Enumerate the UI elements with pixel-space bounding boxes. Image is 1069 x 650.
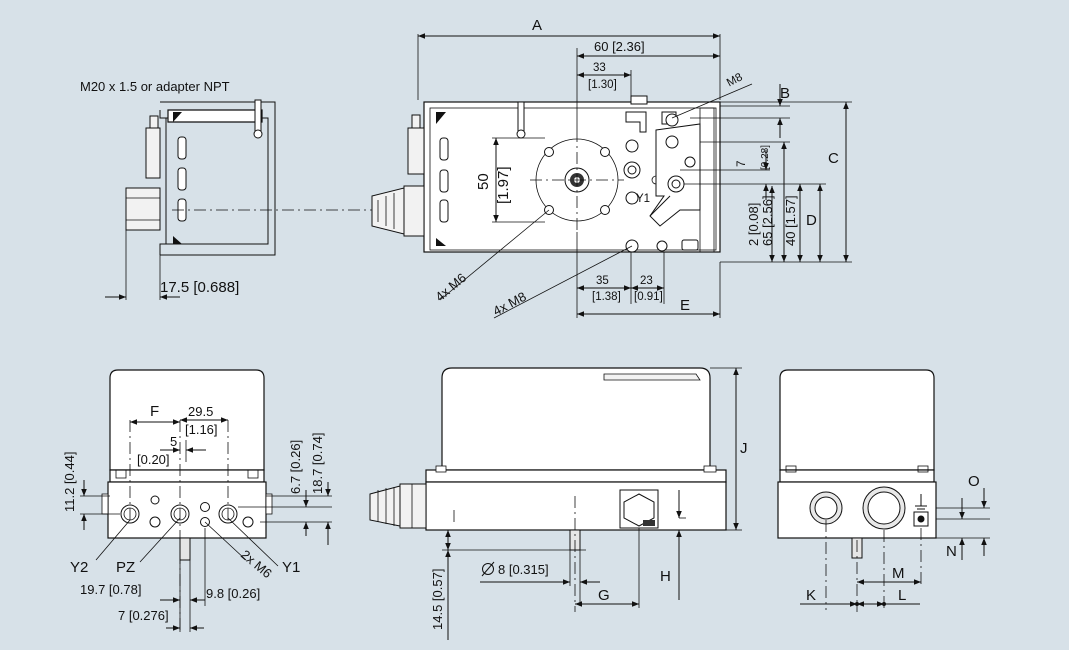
dim-j-label: J <box>740 440 748 457</box>
dim-2-label: 2 [0.08] <box>746 203 761 246</box>
dim-a-label: A <box>532 17 542 34</box>
dim-l-label: L <box>898 587 906 604</box>
dim-k-label: K <box>806 587 816 604</box>
top-housing: Y1 <box>371 95 721 253</box>
dim-65-label: 65 [2.56] <box>760 195 775 246</box>
dim-35-inch-label: [1.38] <box>592 291 621 303</box>
dim-23-inch-label: [0.91] <box>634 291 663 303</box>
dim-50-label: 50 <box>475 173 492 190</box>
dim-33-inch-label: [1.30] <box>588 79 617 91</box>
dim-7-276-label: 7 [0.276] <box>118 608 169 623</box>
label-4x-m8: 4x M8 <box>490 289 528 319</box>
dim-17-5-label: 17.5 [0.688] <box>160 279 239 296</box>
dim-f-label: F <box>150 403 159 420</box>
dim-14-5-label: 14.5 [0.57] <box>430 569 445 630</box>
conduit-thread-note: M20 x 1.5 or adapter NPT <box>80 79 230 94</box>
port-y1-label: Y1 <box>636 193 650 205</box>
dim-b-label: B <box>780 85 790 102</box>
dim-5-inch-label: [0.20] <box>137 452 170 467</box>
dim-60-label: 60 [2.36] <box>594 39 645 54</box>
front-view: J 14.5 [0.57] 8 [0.315] H G <box>369 367 748 640</box>
dim-40-label: 40 [1.57] <box>783 195 798 246</box>
dim-g-label: G <box>598 587 610 604</box>
dim-18-7-label: 18.7 [0.74] <box>310 433 325 494</box>
mounting-bracket-side-view: 17.5 [0.688] M20 x 1.5 or adapter NPT <box>80 79 372 300</box>
left-end-view: F 29.5 [1.16] 5 [0.20] 11.2 [0.44] 6.7 [… <box>62 369 332 632</box>
dim-7-inch-label: [0.28] <box>760 145 771 170</box>
dim-29-5-inch-label: [1.16] <box>185 422 218 437</box>
port-pz-label: PZ <box>116 559 135 576</box>
dim-9-8-label: 9.8 [0.26] <box>206 586 260 601</box>
port-y2-label: Y2 <box>70 559 88 576</box>
label-2x-m6: 2x M6 <box>238 547 275 581</box>
dim-7-label: 7 <box>736 161 748 167</box>
dim-c-label: C <box>828 150 839 167</box>
dim-33-label: 33 <box>593 62 606 74</box>
dim-diameter-label: 8 [0.315] <box>498 562 549 577</box>
label-4x-m6: 4x M6 <box>432 270 469 304</box>
dim-50-inch-label: [1.97] <box>495 166 512 204</box>
dim-19-7-label: 19.7 [0.78] <box>80 582 141 597</box>
top-view: 17.5 [0.688] M20 x 1.5 or adapter NPT <box>80 17 852 319</box>
dim-n-label: N <box>946 543 957 560</box>
dim-o-label: O <box>968 473 980 490</box>
dim-35-label: 35 <box>596 275 609 287</box>
dim-11-2-label: 11.2 [0.44] <box>62 452 77 512</box>
right-end-view: O N K M L <box>777 369 990 612</box>
dim-e-label: E <box>680 297 690 314</box>
dim-5-label: 5 <box>170 434 177 449</box>
port-y1-label-end: Y1 <box>282 559 300 576</box>
dim-h-label: H <box>660 568 671 585</box>
dim-6-7-label: 6.7 [0.26] <box>288 440 303 494</box>
m8-label: M8 <box>725 71 745 89</box>
dim-d-label: D <box>806 212 817 229</box>
dim-29-5-label: 29.5 <box>188 404 213 419</box>
dim-23-label: 23 <box>640 275 653 287</box>
dim-m-label: M <box>892 565 905 582</box>
